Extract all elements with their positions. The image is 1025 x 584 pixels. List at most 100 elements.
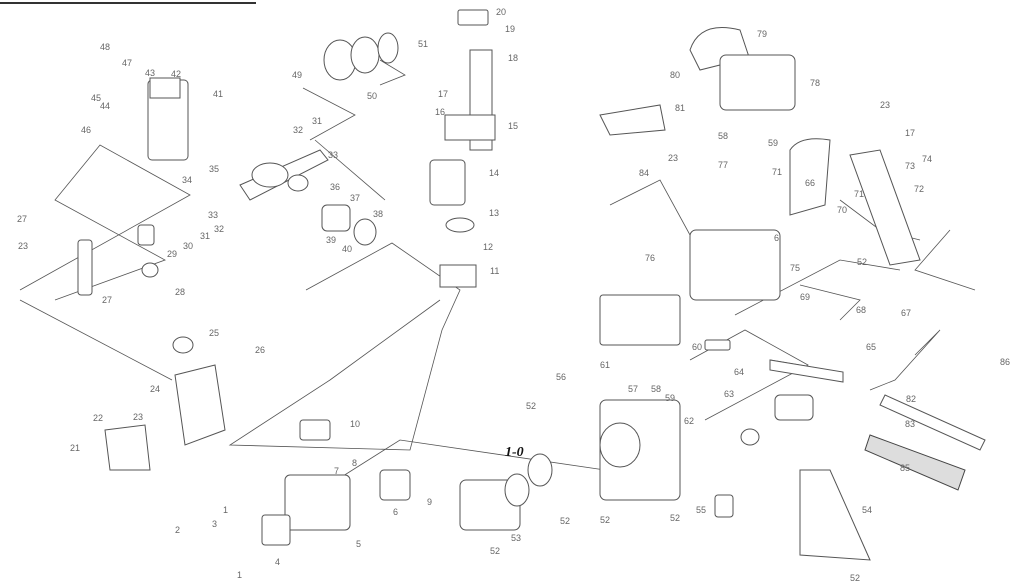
filter-base bbox=[444, 114, 496, 141]
label-16: 16 bbox=[435, 107, 445, 117]
label-13: 13 bbox=[489, 208, 499, 218]
label-59b: 59 bbox=[665, 393, 675, 403]
label-37: 37 bbox=[350, 193, 360, 203]
label-4: 4 bbox=[275, 557, 280, 567]
label-77: 77 bbox=[718, 160, 728, 170]
label-22: 22 bbox=[93, 413, 103, 423]
label-8: 8 bbox=[352, 458, 357, 468]
diagram-line bbox=[869, 329, 941, 391]
label-27: 27 bbox=[17, 214, 27, 224]
intake bbox=[439, 264, 477, 288]
label-83: 83 bbox=[905, 419, 915, 429]
label-59: 59 bbox=[768, 138, 778, 148]
label-58: 58 bbox=[718, 131, 728, 141]
ignition-coil bbox=[261, 514, 291, 546]
label-52e: 52 bbox=[670, 513, 680, 523]
diagram-line bbox=[141, 262, 159, 278]
diagram-line bbox=[251, 162, 289, 188]
label-47: 47 bbox=[122, 58, 132, 68]
diagram-line bbox=[350, 36, 380, 74]
label-32b: 32 bbox=[214, 224, 224, 234]
label-81: 81 bbox=[675, 103, 685, 113]
diagram-line bbox=[314, 139, 386, 201]
label-53: 53 bbox=[511, 533, 521, 543]
label-57: 57 bbox=[628, 384, 638, 394]
label-78: 78 bbox=[810, 78, 820, 88]
label-14: 14 bbox=[489, 168, 499, 178]
label-24: 24 bbox=[150, 384, 160, 394]
label-48: 48 bbox=[100, 42, 110, 52]
label-18: 18 bbox=[508, 53, 518, 63]
label-6b: 6 bbox=[774, 233, 779, 243]
label-12: 12 bbox=[483, 242, 493, 252]
label-85: 85 bbox=[900, 463, 910, 473]
label-23d: 23 bbox=[668, 153, 678, 163]
label-52g: 52 bbox=[850, 573, 860, 583]
saw-chain bbox=[864, 434, 966, 491]
label-79: 79 bbox=[757, 29, 767, 39]
label-38: 38 bbox=[373, 209, 383, 219]
diagram-line bbox=[137, 224, 155, 246]
label-72: 72 bbox=[914, 184, 924, 194]
label-75: 75 bbox=[790, 263, 800, 273]
oil-tank-63 bbox=[774, 394, 814, 421]
label-65: 65 bbox=[866, 342, 876, 352]
label-80: 80 bbox=[670, 70, 680, 80]
label-52c: 52 bbox=[560, 516, 570, 526]
label-66: 66 bbox=[805, 178, 815, 188]
label-51: 51 bbox=[418, 39, 428, 49]
label-76: 76 bbox=[645, 253, 655, 263]
label-29: 29 bbox=[167, 249, 177, 259]
label-20: 20 bbox=[496, 7, 506, 17]
label-7: 7 bbox=[334, 466, 339, 476]
label-50: 50 bbox=[367, 91, 377, 101]
label-10: 10 bbox=[350, 419, 360, 429]
label-36: 36 bbox=[330, 182, 340, 192]
label-42: 42 bbox=[171, 69, 181, 79]
label-73: 73 bbox=[905, 161, 915, 171]
diagram-line bbox=[799, 284, 861, 321]
label-21: 21 bbox=[70, 443, 80, 453]
label-34: 34 bbox=[182, 175, 192, 185]
label-17b: 17 bbox=[905, 128, 915, 138]
diagram-line bbox=[302, 87, 356, 141]
label-44: 44 bbox=[100, 101, 110, 111]
label-32: 32 bbox=[293, 125, 303, 135]
label-25: 25 bbox=[209, 328, 219, 338]
starter-housing bbox=[174, 364, 226, 446]
label-33b: 33 bbox=[208, 210, 218, 220]
label-64: 64 bbox=[734, 367, 744, 377]
handle-housing bbox=[719, 54, 796, 111]
label-52a: 52 bbox=[857, 257, 867, 267]
diagram-line bbox=[445, 217, 475, 233]
label-1b: 1 bbox=[237, 570, 242, 580]
label-23: 23 bbox=[18, 241, 28, 251]
label-74: 74 bbox=[922, 154, 932, 164]
label-35: 35 bbox=[209, 164, 219, 174]
label-68: 68 bbox=[856, 305, 866, 315]
assembly-reference: 1-0 bbox=[505, 445, 524, 460]
muffler bbox=[379, 469, 411, 501]
cylinder bbox=[284, 474, 351, 531]
label-19: 19 bbox=[505, 24, 515, 34]
label-23b: 23 bbox=[133, 412, 143, 422]
label-86: 86 bbox=[1000, 357, 1010, 367]
guide-bar bbox=[879, 394, 986, 451]
sprocket-cover-54 bbox=[799, 469, 871, 561]
engine-assembly bbox=[599, 294, 681, 346]
diagram-line bbox=[287, 174, 309, 192]
sprocket-55 bbox=[714, 494, 734, 518]
label-70: 70 bbox=[837, 205, 847, 215]
label-52f: 52 bbox=[490, 546, 500, 556]
diagram-line bbox=[379, 59, 406, 86]
diagram-line bbox=[353, 218, 377, 246]
label-6: 6 bbox=[393, 507, 398, 517]
label-52d: 52 bbox=[600, 515, 610, 525]
diagram-line bbox=[19, 144, 191, 301]
label-67: 67 bbox=[901, 308, 911, 318]
diagram-line bbox=[504, 473, 530, 507]
label-1: 1 bbox=[223, 505, 228, 515]
diagram-line bbox=[527, 453, 553, 487]
label-52b: 52 bbox=[526, 401, 536, 411]
